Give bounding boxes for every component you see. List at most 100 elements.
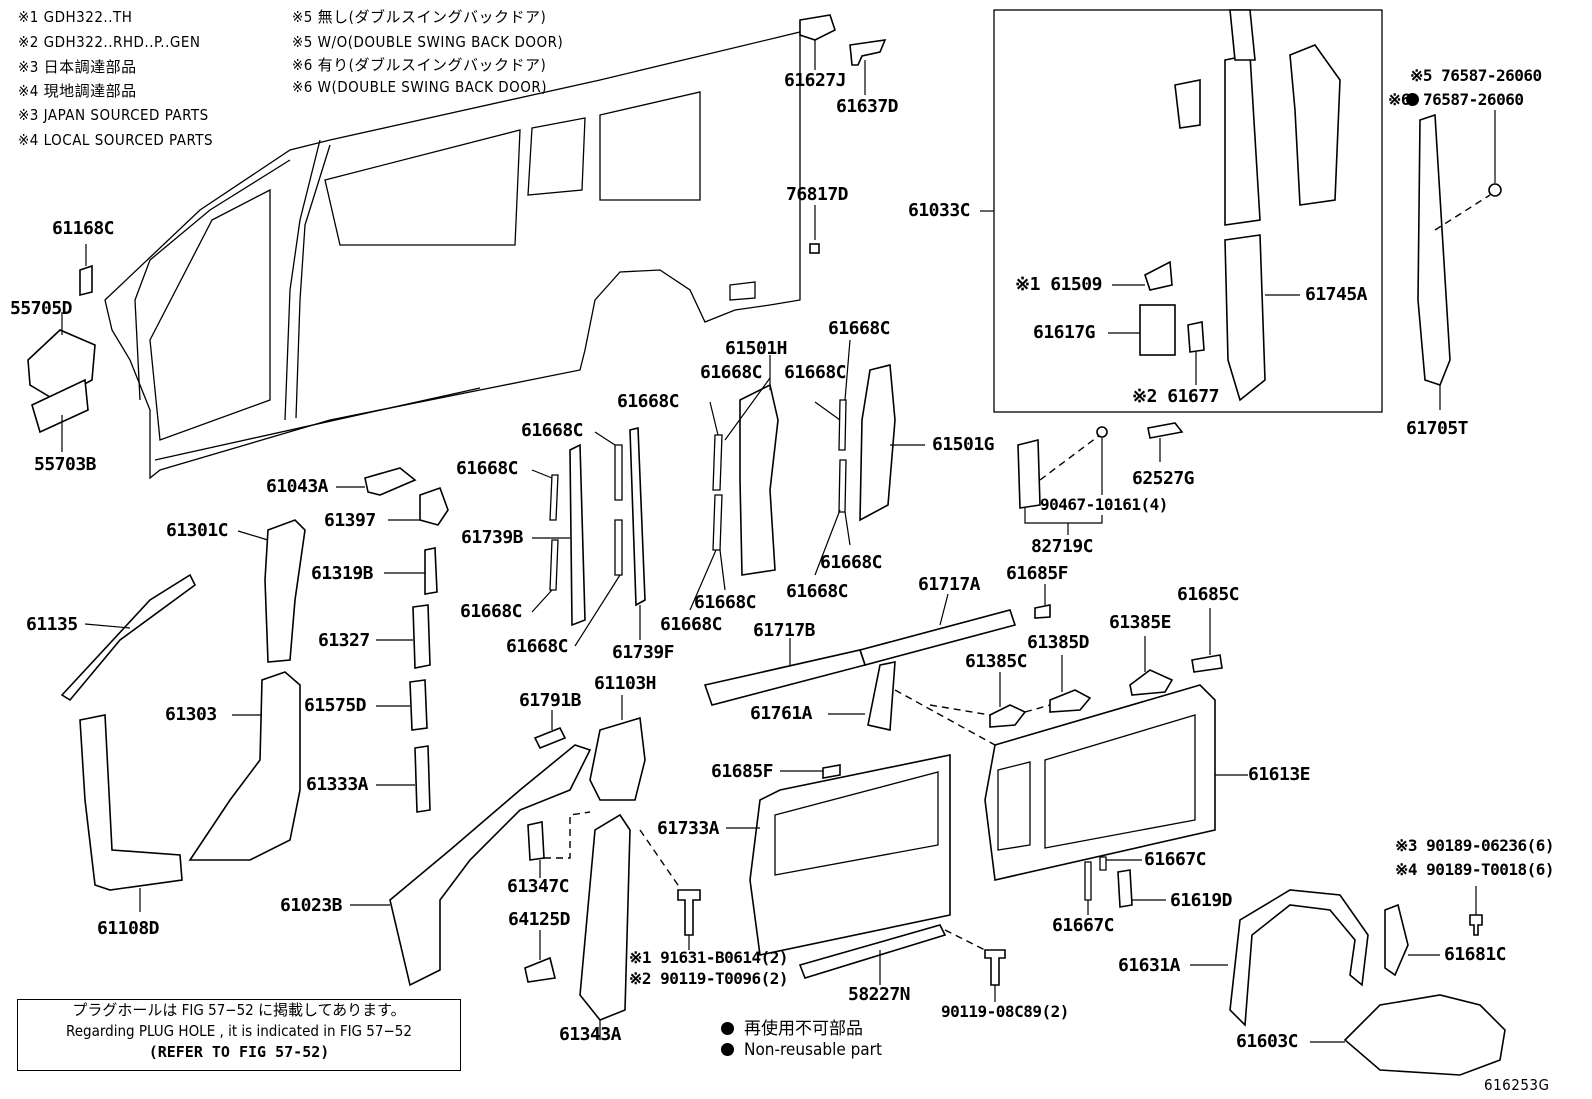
label-58227n: 58227N	[848, 984, 911, 1005]
label-61668c-6: 61668C	[456, 458, 519, 479]
label-61617g: 61617G	[1033, 322, 1096, 343]
part-61613e-shape	[984, 684, 1216, 881]
label-61681c: 61681C	[1444, 944, 1507, 965]
label-91631: ※1 91631-B0614(2)	[629, 948, 789, 967]
part-61103h-shape	[589, 716, 646, 801]
label-61668c-4: 61668C	[617, 391, 680, 412]
clip-90467-shape	[1096, 426, 1108, 438]
label-61677: ※2 61677	[1132, 386, 1219, 407]
label-62527g: 62527G	[1132, 468, 1195, 489]
part-61791b-shape	[533, 726, 567, 750]
part-61739f-shape	[629, 426, 646, 607]
label-61791b: 61791B	[519, 690, 582, 711]
part-61303-shape	[188, 671, 301, 861]
part-61397-shape	[419, 486, 449, 526]
part-61681c-shape	[1384, 903, 1409, 977]
figure-id: 616253G	[1484, 1076, 1550, 1094]
label-61603c: 61603C	[1236, 1031, 1299, 1052]
legend-jp: 再使用不可部品	[721, 1014, 863, 1039]
part-61301c-shape	[264, 519, 306, 663]
part-61685c-shape	[1191, 654, 1223, 673]
label-61637d: 61637D	[836, 96, 899, 117]
part-61509-shape	[1144, 260, 1173, 291]
label-61668c-1: 61668C	[828, 318, 891, 339]
label-61397: 61397	[324, 510, 376, 531]
label-61333a: 61333A	[306, 774, 369, 795]
label-61343a: 61343A	[559, 1024, 622, 1045]
label-61627j: 61627J	[784, 70, 847, 91]
label-61668c-5: 61668C	[521, 420, 584, 441]
label-61668c-11: 61668C	[660, 614, 723, 635]
label-90467: 90467-10161(4)	[1040, 495, 1168, 514]
label-61033c: 61033C	[908, 200, 971, 221]
part-61603c-shape	[1343, 994, 1506, 1076]
bolt-90189-shape	[1469, 914, 1483, 936]
note-10: ※6 W(DOUBLE SWING BACK DOOR)	[292, 78, 548, 96]
label-76587-w-nonreusable: 76587-26060	[1406, 90, 1524, 109]
part-61168c-shape	[79, 264, 93, 297]
part-64125d-shape	[524, 956, 556, 983]
legend-en-text: Non-reusable part	[744, 1040, 882, 1060]
label-61327: 61327	[318, 630, 370, 651]
bolt-91631-shape	[677, 889, 701, 936]
part-61575d-shape	[409, 679, 428, 731]
label-61501h: 61501H	[725, 338, 788, 359]
label-61668c-8: 61668C	[694, 592, 757, 613]
label-64125d: 64125D	[508, 909, 571, 930]
label-61385c: 61385C	[965, 651, 1028, 672]
part-61319b-shape	[424, 547, 438, 595]
part-61705t-shape	[1417, 113, 1451, 386]
label-61739f: 61739F	[612, 642, 675, 663]
part-61685f-lower-shape	[822, 764, 841, 779]
note-7: ※5 無し(ダブルスイングバックドア)	[292, 8, 547, 26]
label-61103h: 61103H	[594, 673, 657, 694]
label-61303: 61303	[165, 704, 217, 725]
label-61631a: 61631A	[1118, 955, 1181, 976]
note-3: ※3 日本調達部品	[18, 58, 137, 76]
part-55703b-shape	[31, 378, 89, 434]
label-76587-w: 76587-26060	[1423, 90, 1524, 109]
note-9: ※6 有り(ダブルスイングバックドア)	[292, 56, 547, 74]
label-61135: 61135	[26, 614, 78, 635]
part-58227n-shape	[798, 924, 947, 979]
label-76817d: 76817D	[786, 184, 849, 205]
bolt-90119-08c89-shape	[984, 949, 1006, 986]
part-61023b-shape	[389, 744, 592, 987]
part-61033c-gusset	[1174, 79, 1201, 129]
label-61668c-12: 61668C	[506, 636, 569, 657]
part-61733a-shape	[749, 754, 951, 956]
part-61617g-shape	[1139, 304, 1176, 356]
label-61501g: 61501G	[932, 434, 995, 455]
note-5: ※3 JAPAN SOURCED PARTS	[18, 106, 209, 124]
part-61033c-side-member	[1289, 44, 1341, 206]
label-61668c-9: 61668C	[786, 581, 849, 602]
part-61385d-shape	[1049, 689, 1092, 713]
label-61733a: 61733A	[657, 818, 720, 839]
label-90119-08c89: 90119-08C89(2)	[941, 1002, 1069, 1021]
note-2: ※2 GDH322..RHD..P..GEN	[18, 33, 201, 51]
label-61509: ※1 61509	[1015, 274, 1102, 295]
clip-76587-shape	[1488, 183, 1502, 197]
part-61667c-upper-shape	[1099, 856, 1107, 871]
part-61385c-shape	[989, 704, 1027, 728]
body-side-panel-outline	[104, 31, 801, 480]
label-82719c: 82719C	[1031, 536, 1094, 557]
part-61745a-shape	[1224, 234, 1266, 402]
part-61631a-shape	[1229, 889, 1369, 1027]
label-61685c: 61685C	[1177, 584, 1240, 605]
non-reusable-dot-icon	[1406, 93, 1419, 106]
label-61613e: 61613E	[1248, 764, 1311, 785]
notice-line-en: Regarding PLUG HOLE , it is indicated in…	[66, 1022, 412, 1040]
part-61761a-shape	[867, 661, 896, 731]
notice-line-refer: (REFER TO FIG 57-52)	[148, 1043, 330, 1061]
legend-jp-text: 再使用不可部品	[744, 1019, 863, 1039]
note-8: ※5 W/O(DOUBLE SWING BACK DOOR)	[292, 33, 564, 51]
part-61033c-upper-bracket	[1229, 9, 1256, 61]
part-61385e-shape	[1129, 669, 1174, 696]
label-61668c-3: 61668C	[784, 362, 847, 383]
note-4: ※4 現地調達部品	[18, 82, 137, 100]
part-61667c-lower-shape	[1084, 861, 1092, 901]
label-61023b: 61023B	[280, 895, 343, 916]
label-76587-w-o: ※5 76587-26060	[1410, 66, 1542, 85]
